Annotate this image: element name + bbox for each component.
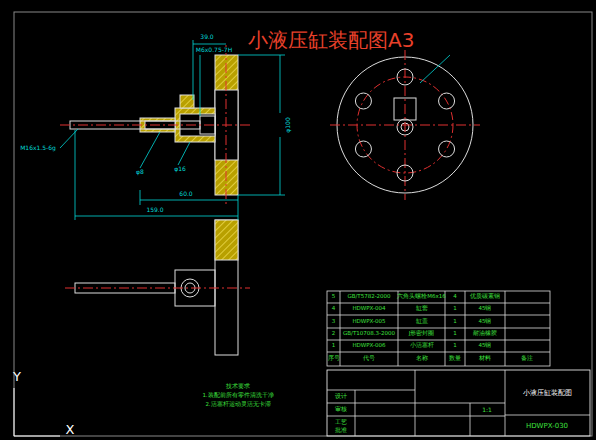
dimension-text: M16x1.5-6g bbox=[20, 145, 56, 151]
table-cell: 优质碳素钢 bbox=[470, 294, 500, 300]
table-cell: 1 bbox=[453, 306, 457, 312]
table-cell: 代号 bbox=[363, 356, 375, 362]
bolt-hole bbox=[439, 141, 455, 157]
table-cell: 名称 bbox=[416, 356, 428, 362]
table-cell: 数量 bbox=[449, 356, 461, 362]
table-cell: 材料 bbox=[479, 356, 491, 362]
bolt-hole bbox=[439, 93, 455, 109]
title-block-cell: 技术要求 bbox=[226, 383, 250, 389]
table-cell: 序号 bbox=[328, 356, 340, 362]
table-cell: 45钢 bbox=[479, 343, 492, 349]
table-cell: 4 bbox=[453, 294, 457, 300]
table-cell: 缸套 bbox=[416, 306, 428, 312]
table-cell: 1 bbox=[453, 319, 457, 325]
table-cell: 1 bbox=[332, 343, 336, 349]
table-cell: HDWPX-006 bbox=[352, 343, 385, 349]
table-cell: 1 bbox=[453, 343, 457, 349]
table-cell: 5 bbox=[332, 294, 336, 300]
table-cell: 审核 bbox=[335, 407, 347, 413]
table-cell: 备注 bbox=[521, 356, 533, 362]
bolt-hole bbox=[397, 69, 413, 85]
dimension-text: 39.0 bbox=[200, 34, 213, 40]
dimension-text: φ8 bbox=[136, 169, 144, 175]
table-cell: 4 bbox=[332, 306, 336, 312]
table-cell: J形密封圈 bbox=[409, 331, 435, 337]
table-cell: 设计 bbox=[335, 394, 347, 400]
dimension-text: 159.0 bbox=[146, 207, 163, 213]
bolt-hole bbox=[355, 93, 371, 109]
title-block-cell: X bbox=[66, 423, 75, 436]
table-cell: HDWPX-030 bbox=[526, 423, 568, 430]
table-cell: GB/T10708.3-2000 bbox=[343, 331, 395, 337]
title-block-cell: Y bbox=[13, 370, 21, 383]
table-cell: 小液压缸装配图 bbox=[523, 390, 572, 397]
table-cell: 缸盖 bbox=[416, 319, 428, 325]
table-cell: 1 bbox=[453, 331, 457, 337]
table-cell: 1:1 bbox=[482, 407, 492, 413]
title-watermark: 小液压缸装配图A3 bbox=[248, 30, 414, 50]
table-cell: 2 bbox=[332, 331, 336, 337]
title-block-cell: 工艺 bbox=[335, 420, 347, 426]
dimension-text: M6x0.75-7H bbox=[196, 47, 232, 53]
dimension-text: φ16 bbox=[174, 166, 186, 172]
title-block-cell: 2.活塞杆运动灵活无卡滞 bbox=[205, 402, 270, 408]
bolt-hole bbox=[355, 141, 371, 157]
table-cell: 45钢 bbox=[479, 306, 492, 312]
table-cell: GB/T5782-2000 bbox=[347, 294, 390, 300]
table-cell: HDWPX-005 bbox=[352, 319, 385, 325]
dimension-text: φ100 bbox=[285, 117, 291, 132]
dimension-text: 60.0 bbox=[179, 191, 192, 197]
table-cell: 耐油橡胶 bbox=[473, 331, 497, 337]
bolt-hole bbox=[397, 165, 413, 181]
table-cell: 45钢 bbox=[479, 319, 492, 325]
table-cell: 六角头螺栓M6x16 bbox=[397, 294, 446, 300]
table-cell: 3 bbox=[332, 319, 336, 325]
table-cell: HDWPX-004 bbox=[352, 306, 385, 312]
title-block-cell: 批准 bbox=[335, 428, 347, 434]
title-block-cell: 1.装配前所有零件清洗干净 bbox=[202, 393, 273, 399]
table-cell: 小活塞杆 bbox=[410, 343, 434, 349]
